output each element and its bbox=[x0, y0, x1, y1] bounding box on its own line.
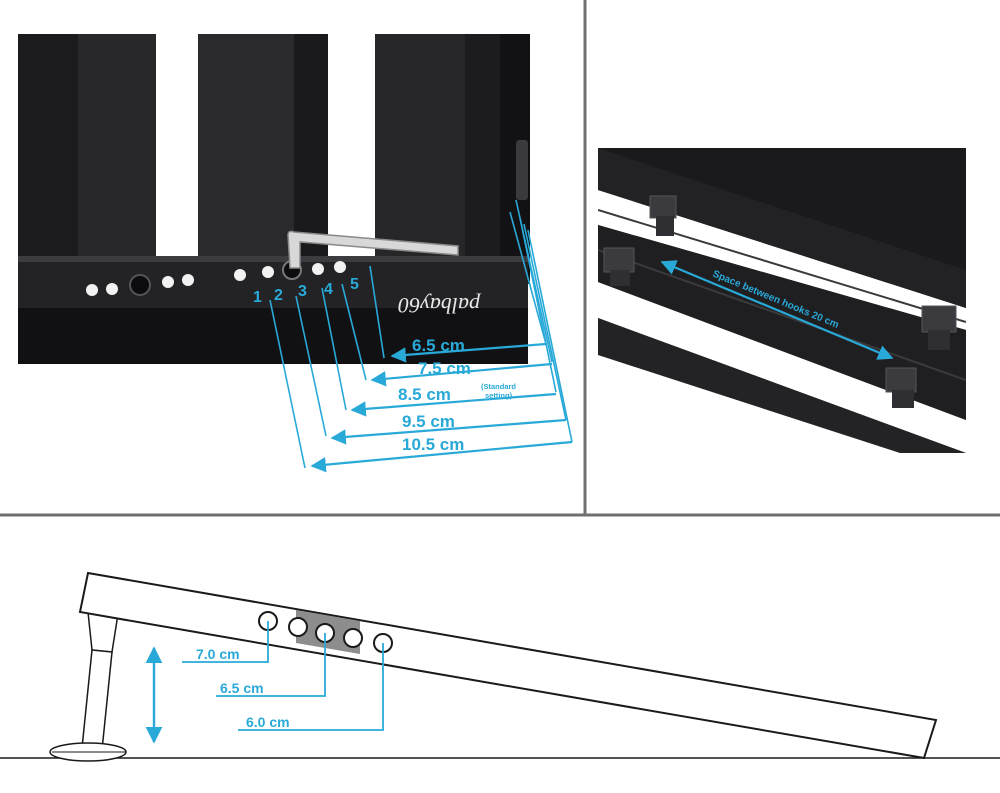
brand-logo: palbay60 bbox=[398, 293, 482, 318]
hook-rails-panel: Space between hooks 20 cm bbox=[598, 148, 966, 453]
hook-top-left bbox=[649, 195, 677, 236]
hole-number-2: 2 bbox=[274, 287, 283, 304]
height-label-2: 7.5 cm bbox=[418, 359, 471, 378]
height-label-3: 8.5 cm bbox=[398, 385, 451, 404]
hole-number-3: 3 bbox=[298, 283, 307, 300]
frame-photo-panel: palbay60 1 2 3 4 5 bbox=[18, 34, 573, 473]
height-leader-lines bbox=[269, 199, 573, 469]
hook-top-right bbox=[921, 305, 957, 350]
height-label-1: 6.5 cm bbox=[412, 336, 465, 355]
rail-left-inner bbox=[78, 34, 156, 284]
rail-middle bbox=[198, 34, 294, 284]
standard-setting-note-2: setting) bbox=[485, 391, 513, 400]
height-arrows bbox=[310, 342, 573, 473]
svg-text:palbay60: palbay60 bbox=[398, 293, 482, 318]
bottom-leader-lines bbox=[182, 621, 384, 731]
hole-number-1: 1 bbox=[253, 289, 262, 306]
height-label-5: 10.5 cm bbox=[402, 435, 464, 454]
support-leg bbox=[49, 611, 127, 762]
side-height-label-2: 6.5 cm bbox=[220, 680, 264, 696]
hole-number-4: 4 bbox=[324, 281, 333, 298]
side-height-label-1: 7.0 cm bbox=[196, 646, 240, 662]
height-label-4: 9.5 cm bbox=[402, 412, 455, 431]
hook-spacing-arrow bbox=[660, 260, 894, 360]
hook-right bbox=[885, 367, 917, 408]
board-profile bbox=[78, 571, 938, 760]
rail-left bbox=[18, 34, 78, 284]
adjuster-holes bbox=[86, 261, 346, 296]
hook-left bbox=[603, 247, 635, 286]
adjuster-bar bbox=[18, 256, 528, 314]
side-view-diagram: 7.0 cm 6.5 cm 6.0 cm bbox=[0, 571, 1000, 762]
rail-right-edge bbox=[465, 34, 500, 284]
side-height-label-3: 6.0 cm bbox=[246, 714, 290, 730]
hex-key-icon bbox=[287, 230, 459, 269]
thumb-screw bbox=[129, 274, 151, 296]
standard-setting-note-1: (Standard bbox=[481, 382, 516, 391]
hole-number-5: 5 bbox=[350, 276, 359, 293]
